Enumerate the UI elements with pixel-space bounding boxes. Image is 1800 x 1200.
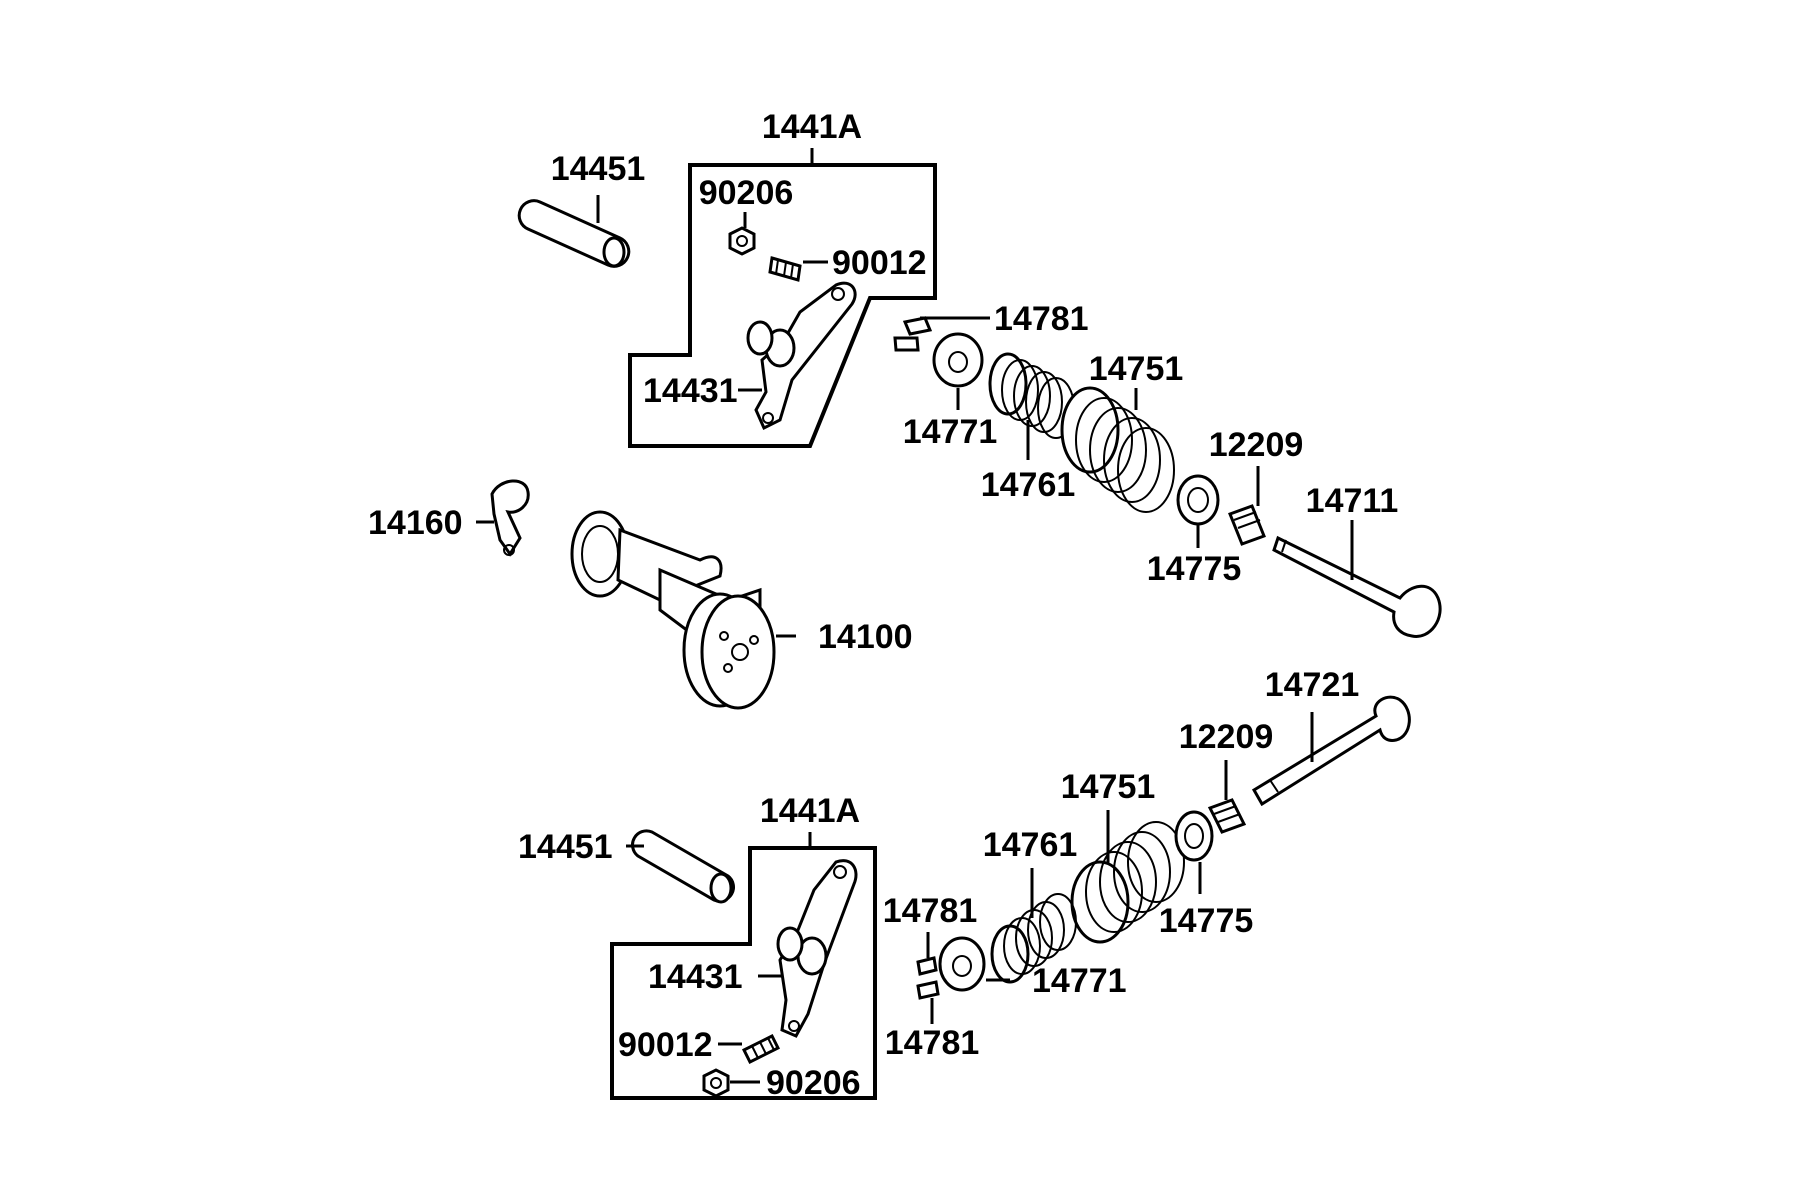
label-camshaft: 14100 [818, 618, 913, 656]
label-upper-pin: 14451 [551, 150, 646, 188]
upper-group-outline [628, 163, 937, 448]
lower-rocker-pin [631, 829, 735, 904]
label-upper-nut: 90206 [699, 174, 794, 212]
upper-outer-spring [1060, 386, 1175, 513]
label-lower-nut: 90206 [766, 1064, 861, 1102]
label-upper-seat: 14775 [1147, 550, 1242, 588]
label-lower-cotter-top: 14781 [883, 892, 978, 930]
label-lower-retainer: 14771 [1032, 962, 1127, 1000]
upper-rocker-pin [517, 199, 631, 268]
label-decompressor: 14160 [368, 504, 463, 542]
label-lower-inner-spring: 14761 [983, 826, 1078, 864]
lower-spring-retainer [938, 936, 986, 992]
label-upper-cotter: 14781 [994, 300, 1089, 338]
label-lower-pin: 14451 [518, 828, 613, 866]
lower-adjuster-nut [702, 1068, 730, 1098]
label-lower-valve: 14721 [1265, 666, 1360, 704]
lower-group-outline [610, 846, 877, 1100]
upper-spring-retainer [932, 332, 984, 388]
upper-exhaust-valve [1272, 535, 1442, 638]
label-lower-arm: 14431 [648, 958, 743, 996]
lower-inner-spring [990, 893, 1077, 984]
label-upper-group: 1441A [762, 108, 862, 146]
lower-intake-valve [1251, 695, 1411, 807]
label-upper-screw: 90012 [832, 244, 927, 282]
label-lower-cotter-bottom: 14781 [885, 1024, 980, 1062]
label-lower-group: 1441A [760, 792, 860, 830]
label-lower-seat: 14775 [1159, 902, 1254, 940]
lower-outer-spring [1070, 821, 1185, 944]
upper-adjuster-screw [768, 256, 802, 282]
label-lower-screw: 90012 [618, 1026, 713, 1064]
decompressor-weight [490, 479, 530, 557]
upper-inner-spring [988, 352, 1075, 439]
upper-adjuster-nut [728, 226, 756, 256]
upper-valve-stem-seal [1228, 504, 1266, 546]
label-lower-seal: 12209 [1179, 718, 1274, 756]
label-upper-inner-spring: 14761 [981, 466, 1076, 504]
lower-rocker-arm [776, 859, 858, 1038]
label-upper-outer-spring: 14751 [1089, 350, 1184, 388]
label-upper-arm: 14431 [643, 372, 738, 410]
lower-valve-cotter-top [916, 956, 938, 976]
camshaft-assembly [570, 510, 776, 710]
label-upper-seal: 12209 [1209, 426, 1304, 464]
label-upper-valve: 14711 [1306, 482, 1399, 520]
upper-spring-seat [1176, 474, 1220, 526]
lower-spring-seat [1174, 810, 1214, 862]
lower-valve-stem-seal [1207, 798, 1247, 834]
upper-rocker-arm [746, 281, 857, 431]
lower-adjuster-screw [741, 1033, 781, 1065]
label-upper-retainer: 14771 [903, 413, 998, 451]
upper-valve-cotter [893, 316, 933, 352]
label-lower-outer-spring: 14751 [1061, 768, 1156, 806]
lower-valve-cotter-bottom [916, 980, 940, 1000]
